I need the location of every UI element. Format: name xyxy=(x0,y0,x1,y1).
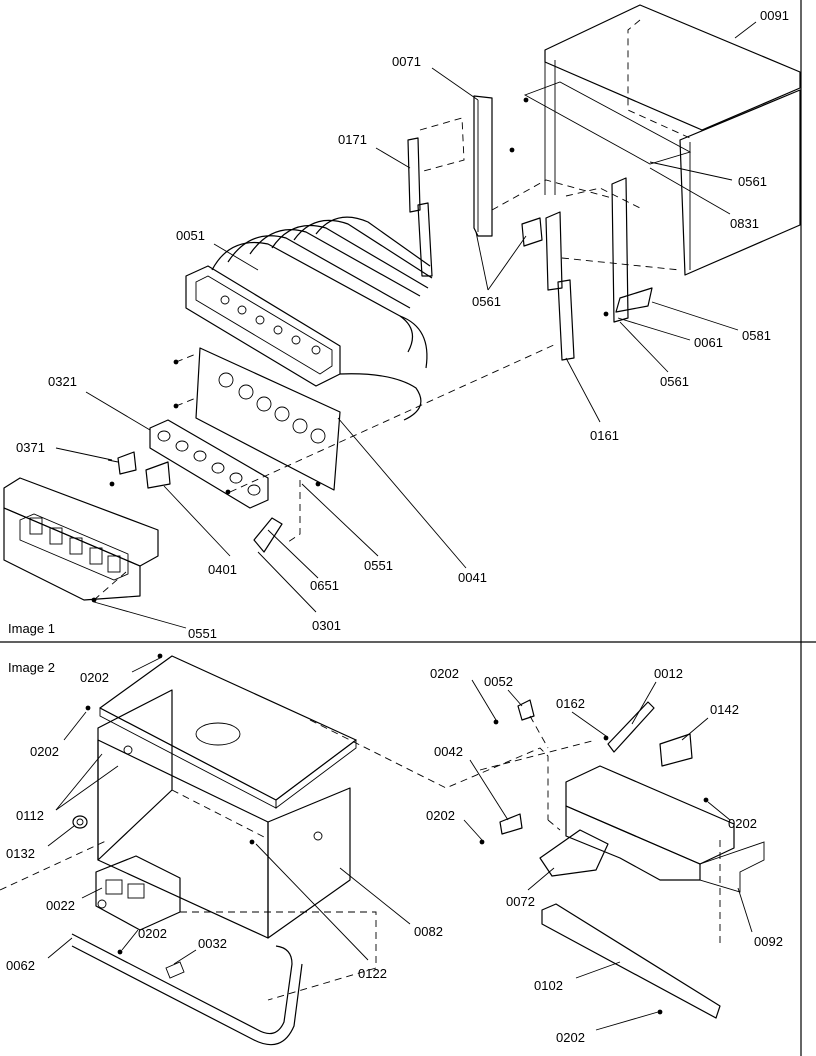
image-1-screws xyxy=(91,97,609,603)
burner-rail-0102 xyxy=(541,903,721,1019)
callout-0202: 0202 xyxy=(80,670,109,685)
callout-0012: 0012 xyxy=(654,666,683,681)
callout-0561: 0561 xyxy=(738,174,767,189)
rail-0171 xyxy=(407,137,433,277)
callout-0091: 0091 xyxy=(760,8,789,23)
callout-0112: 0112 xyxy=(16,808,44,823)
image-1-panel: Image 1 0091 0071 0171 0561 0831 0051 05… xyxy=(3,4,801,641)
image-2-leader-lines xyxy=(47,657,753,1031)
gasket-0321 xyxy=(149,419,269,509)
callout-0122: 0122 xyxy=(358,966,387,981)
callout-0132: 0132 xyxy=(6,846,35,861)
orifice-0072 xyxy=(539,829,609,877)
callout-0082: 0082 xyxy=(414,924,443,939)
sensor-0052 xyxy=(517,699,535,721)
callout-0171: 0171 xyxy=(338,132,367,147)
cabinet-0091 xyxy=(523,4,801,276)
top-cover xyxy=(99,655,357,809)
manifold-0062 xyxy=(71,933,303,1046)
callout-0202: 0202 xyxy=(556,1030,585,1045)
callout-0202: 0202 xyxy=(728,816,757,831)
callout-0052: 0052 xyxy=(484,674,513,689)
callout-0551: 0551 xyxy=(188,626,217,641)
callout-0022: 0022 xyxy=(46,898,75,913)
gas-valve-0022 xyxy=(95,855,181,931)
clip-0561 xyxy=(521,217,543,247)
sensor-0371 xyxy=(107,451,137,475)
callout-0551: 0551 xyxy=(364,558,393,573)
callout-0041: 0041 xyxy=(458,570,487,585)
bracket-0061 xyxy=(611,177,629,323)
callout-0321: 0321 xyxy=(48,374,77,389)
panel-title-image-2: Image 2 xyxy=(8,660,55,675)
image-2-callouts: 0202 0202 0112 0132 0022 0202 0032 0062 … xyxy=(6,666,783,1045)
callout-0071: 0071 xyxy=(392,54,421,69)
image-2-assembly-lines xyxy=(0,715,721,1001)
image-2-panel: Image 2 0202 0202 0112 0132 0022 0202 00… xyxy=(0,653,783,1046)
blower-box-0082 xyxy=(97,689,351,939)
callout-0202: 0202 xyxy=(426,808,455,823)
callout-0062: 0062 xyxy=(6,958,35,973)
mounting-plate-0041 xyxy=(195,347,341,491)
callout-0561: 0561 xyxy=(472,294,501,309)
callout-0651: 0651 xyxy=(310,578,339,593)
callout-0202: 0202 xyxy=(430,666,459,681)
switch-0401 xyxy=(145,461,171,489)
burner-assembly-0301 xyxy=(3,477,159,601)
sensor-0042 xyxy=(499,813,523,835)
bracket-0651 xyxy=(253,517,283,553)
callout-0142: 0142 xyxy=(710,702,739,717)
burner-bracket-0092 xyxy=(565,765,765,893)
callout-0072: 0072 xyxy=(506,894,535,909)
grommet-0132 xyxy=(72,815,88,829)
image-1-callouts: 0091 0071 0171 0561 0831 0051 0561 0581 … xyxy=(16,8,789,641)
callout-0202: 0202 xyxy=(138,926,167,941)
callout-0161: 0161 xyxy=(590,428,619,443)
callout-0831: 0831 xyxy=(730,216,759,231)
image-1-leader-lines xyxy=(55,21,757,629)
callout-0301: 0301 xyxy=(312,618,341,633)
switch-0142 xyxy=(659,733,693,767)
clip-0581 xyxy=(615,287,653,313)
heat-exchanger-0051 xyxy=(185,216,433,421)
callout-0042: 0042 xyxy=(434,744,463,759)
callout-0162: 0162 xyxy=(556,696,585,711)
callout-0032: 0032 xyxy=(198,936,227,951)
callout-0051: 0051 xyxy=(176,228,205,243)
rail-0071 xyxy=(473,95,493,237)
rail-0161 xyxy=(545,211,575,361)
panel-title-image-1: Image 1 xyxy=(8,621,55,636)
callout-0401: 0401 xyxy=(208,562,237,577)
callout-0092: 0092 xyxy=(754,934,783,949)
callout-0061: 0061 xyxy=(694,335,723,350)
callout-0202: 0202 xyxy=(30,744,59,759)
callout-0561: 0561 xyxy=(660,374,689,389)
callout-0371: 0371 xyxy=(16,440,45,455)
callout-0581: 0581 xyxy=(742,328,771,343)
image-1-assembly-lines xyxy=(93,117,681,601)
image-2-screws xyxy=(85,653,709,1015)
callout-0102: 0102 xyxy=(534,978,563,993)
igniter-0012 xyxy=(607,701,655,753)
